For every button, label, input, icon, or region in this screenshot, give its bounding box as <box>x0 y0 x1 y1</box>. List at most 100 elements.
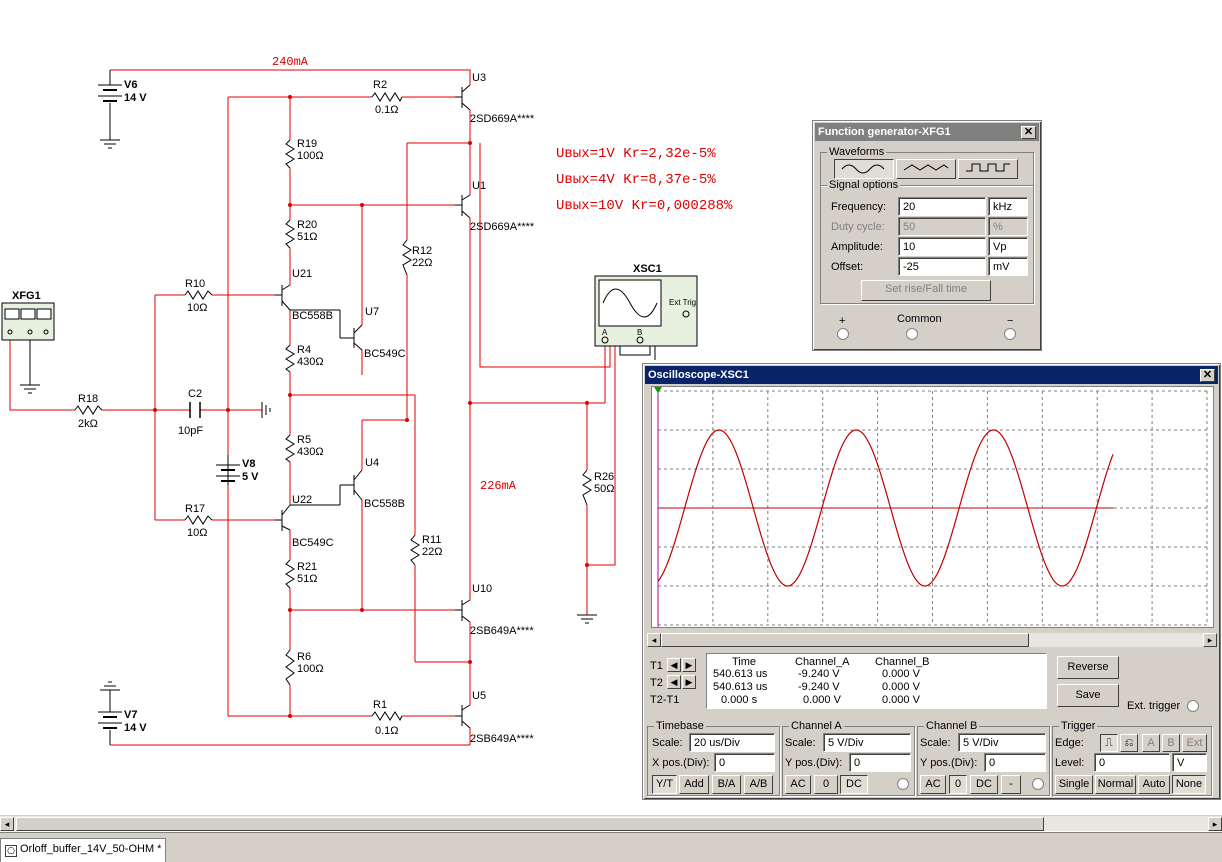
level-unit[interactable]: V <box>1172 753 1207 772</box>
xfg1-instrument[interactable] <box>1 302 55 341</box>
plus-terminal-icon[interactable] <box>837 328 849 340</box>
reverse-button[interactable]: Reverse <box>1057 656 1119 679</box>
channel-b-ypos-input[interactable]: 0 <box>984 753 1046 772</box>
oscilloscope-window[interactable]: Oscilloscope-XSC1 ✕ ◂ ▸ T1 ◀ ▶ T2 ◀ ▶ T2… <box>642 363 1221 800</box>
t1-right-icon[interactable]: ▶ <box>682 658 696 672</box>
minus-terminal-icon[interactable] <box>1004 328 1016 340</box>
distortion-note-1: Uвых=1V Kr=2,32e-5% <box>556 146 716 162</box>
channel-a-terminal-icon[interactable] <box>897 778 909 790</box>
duty-cycle-label: Duty cycle: <box>831 221 885 233</box>
channel-a-scale-input[interactable]: 5 V/Div <box>823 733 911 752</box>
channel-b-zero-button[interactable]: 0 <box>949 775 967 794</box>
amplitude-unit[interactable]: Vp <box>988 237 1028 256</box>
fg-signal-options-label: Signal options <box>827 179 901 191</box>
schematic-canvas[interactable]: V6 14 V V7 14 V V8 5 V R2 0.1Ω R1 0.1Ω R… <box>0 0 1222 815</box>
r6-value: 100Ω <box>297 663 324 675</box>
a-b-button[interactable]: A/B <box>744 775 773 794</box>
b-a-button[interactable]: B/A <box>712 775 741 794</box>
u1-model: 2SD669A**** <box>470 221 535 233</box>
v6-value: 14 V <box>124 92 147 104</box>
channel-b-terminal-icon[interactable] <box>1032 778 1044 790</box>
osc-close-button[interactable]: ✕ <box>1200 368 1215 382</box>
battery-symbols <box>98 84 240 729</box>
channel-a-zero-button[interactable]: 0 <box>814 775 838 794</box>
trigger-auto-button[interactable]: Auto <box>1138 775 1170 794</box>
fg-titlebar[interactable]: Function generator-XFG1 ✕ <box>815 123 1039 141</box>
frequency-input[interactable]: 20 <box>898 197 986 216</box>
add-button[interactable]: Add <box>679 775 709 794</box>
v8-name: V8 <box>242 458 255 470</box>
fg-title: Function generator-XFG1 <box>818 126 951 138</box>
r12-name: R12 <box>412 245 432 257</box>
offset-input[interactable]: -25 <box>898 257 986 276</box>
level-input[interactable]: 0 <box>1094 753 1170 772</box>
triangle-wave-button[interactable] <box>896 159 956 179</box>
scroll-left-icon[interactable]: ◂ <box>647 633 661 647</box>
yt-button[interactable]: Y/T <box>652 775 677 794</box>
workspace-scroll-right-icon[interactable]: ▸ <box>1208 817 1222 831</box>
r17-name: R17 <box>185 503 205 515</box>
sine-wave-button[interactable] <box>834 159 894 179</box>
save-button[interactable]: Save <box>1057 684 1119 707</box>
trigger-normal-button[interactable]: Normal <box>1095 775 1136 794</box>
channel-b-dc-button[interactable]: DC <box>970 775 998 794</box>
channel-a-dc-button[interactable]: DC <box>840 775 868 794</box>
frequency-unit[interactable]: kHz <box>988 197 1028 216</box>
rising-edge-icon[interactable]: ⎍ <box>1100 734 1118 752</box>
cursor-t1-handle-icon[interactable] <box>654 387 662 393</box>
trigger-a-button[interactable]: A <box>1142 734 1160 752</box>
r1-name: R1 <box>373 699 387 711</box>
wires <box>9 69 616 746</box>
ext-trigger-label: Ext. trigger <box>1127 700 1181 712</box>
r5-value: 430Ω <box>297 446 324 458</box>
duty-cycle-input[interactable]: 50 <box>898 217 986 236</box>
channel-a-ypos-input[interactable]: 0 <box>849 753 911 772</box>
workspace-scroll-thumb[interactable] <box>16 817 1044 831</box>
offset-unit[interactable]: mV <box>988 257 1028 276</box>
workspace-scroll-left-icon[interactable]: ◂ <box>0 817 14 831</box>
set-rise-fall-button[interactable]: Set rise/Fall time <box>861 280 991 301</box>
osc-titlebar[interactable]: Oscilloscope-XSC1 ✕ <box>645 366 1218 384</box>
t1-b: 0.000 V <box>882 668 920 680</box>
square-wave-button[interactable] <box>958 159 1018 179</box>
fg-close-button[interactable]: ✕ <box>1021 125 1036 139</box>
t2t1-b: 0.000 V <box>882 694 920 706</box>
r12-value: 22Ω <box>412 257 432 269</box>
osc-scrollbar[interactable]: ◂ ▸ <box>647 633 1217 647</box>
t2t1-label: T2-T1 <box>650 694 680 706</box>
falling-edge-icon[interactable]: ⎌ <box>1120 734 1138 752</box>
timebase-scale-input[interactable]: 20 us/Div <box>689 733 775 752</box>
t1-left-icon[interactable]: ◀ <box>667 658 681 672</box>
r18-value: 2kΩ <box>78 418 98 430</box>
scroll-right-icon[interactable]: ▸ <box>1203 633 1217 647</box>
channel-b-group: Channel B Scale: 5 V/Div Y pos.(Div): 0 … <box>917 720 1050 796</box>
xsc1-instrument[interactable] <box>594 275 698 347</box>
x-pos-input[interactable]: 0 <box>714 753 775 772</box>
channel-b-scale-input[interactable]: 5 V/Div <box>958 733 1046 752</box>
trigger-none-button[interactable]: None <box>1172 775 1206 794</box>
duty-cycle-unit[interactable]: % <box>988 217 1028 236</box>
trigger-b-button[interactable]: B <box>1162 734 1180 752</box>
channel-b-ac-button[interactable]: AC <box>920 775 946 794</box>
amplitude-input[interactable]: 10 <box>898 237 986 256</box>
workspace-scrollbar[interactable]: ◂ ▸ <box>0 815 1222 831</box>
t1-label: T1 <box>650 660 663 672</box>
t2-right-icon[interactable]: ▶ <box>682 675 696 689</box>
common-terminal-icon[interactable] <box>906 328 918 340</box>
channel-a-ac-button[interactable]: AC <box>785 775 811 794</box>
cursor-controls: T1 ◀ ▶ T2 ◀ ▶ T2-T1 <box>650 656 706 712</box>
channel-b-minus-button[interactable]: - <box>1001 775 1021 794</box>
function-generator-window[interactable]: Function generator-XFG1 ✕ Waveforms Sign… <box>812 120 1042 351</box>
trigger-ext-button[interactable]: Ext <box>1182 734 1207 752</box>
scroll-thumb[interactable] <box>661 633 1029 647</box>
plus-terminal-label: + <box>839 315 846 327</box>
t2-left-icon[interactable]: ◀ <box>667 675 681 689</box>
trigger-single-button[interactable]: Single <box>1055 775 1093 794</box>
r26-name: R26 <box>594 471 614 483</box>
r19-value: 100Ω <box>297 150 324 162</box>
ext-trigger-terminal-icon[interactable] <box>1187 700 1199 712</box>
scope-display[interactable] <box>651 386 1214 628</box>
document-tab[interactable]: ⎔Orloff_buffer_14V_50-OHM * <box>0 838 166 862</box>
trigger-group: Trigger Edge: ⎍ ⎌ A B Ext Level: 0 V Sin… <box>1052 720 1212 796</box>
